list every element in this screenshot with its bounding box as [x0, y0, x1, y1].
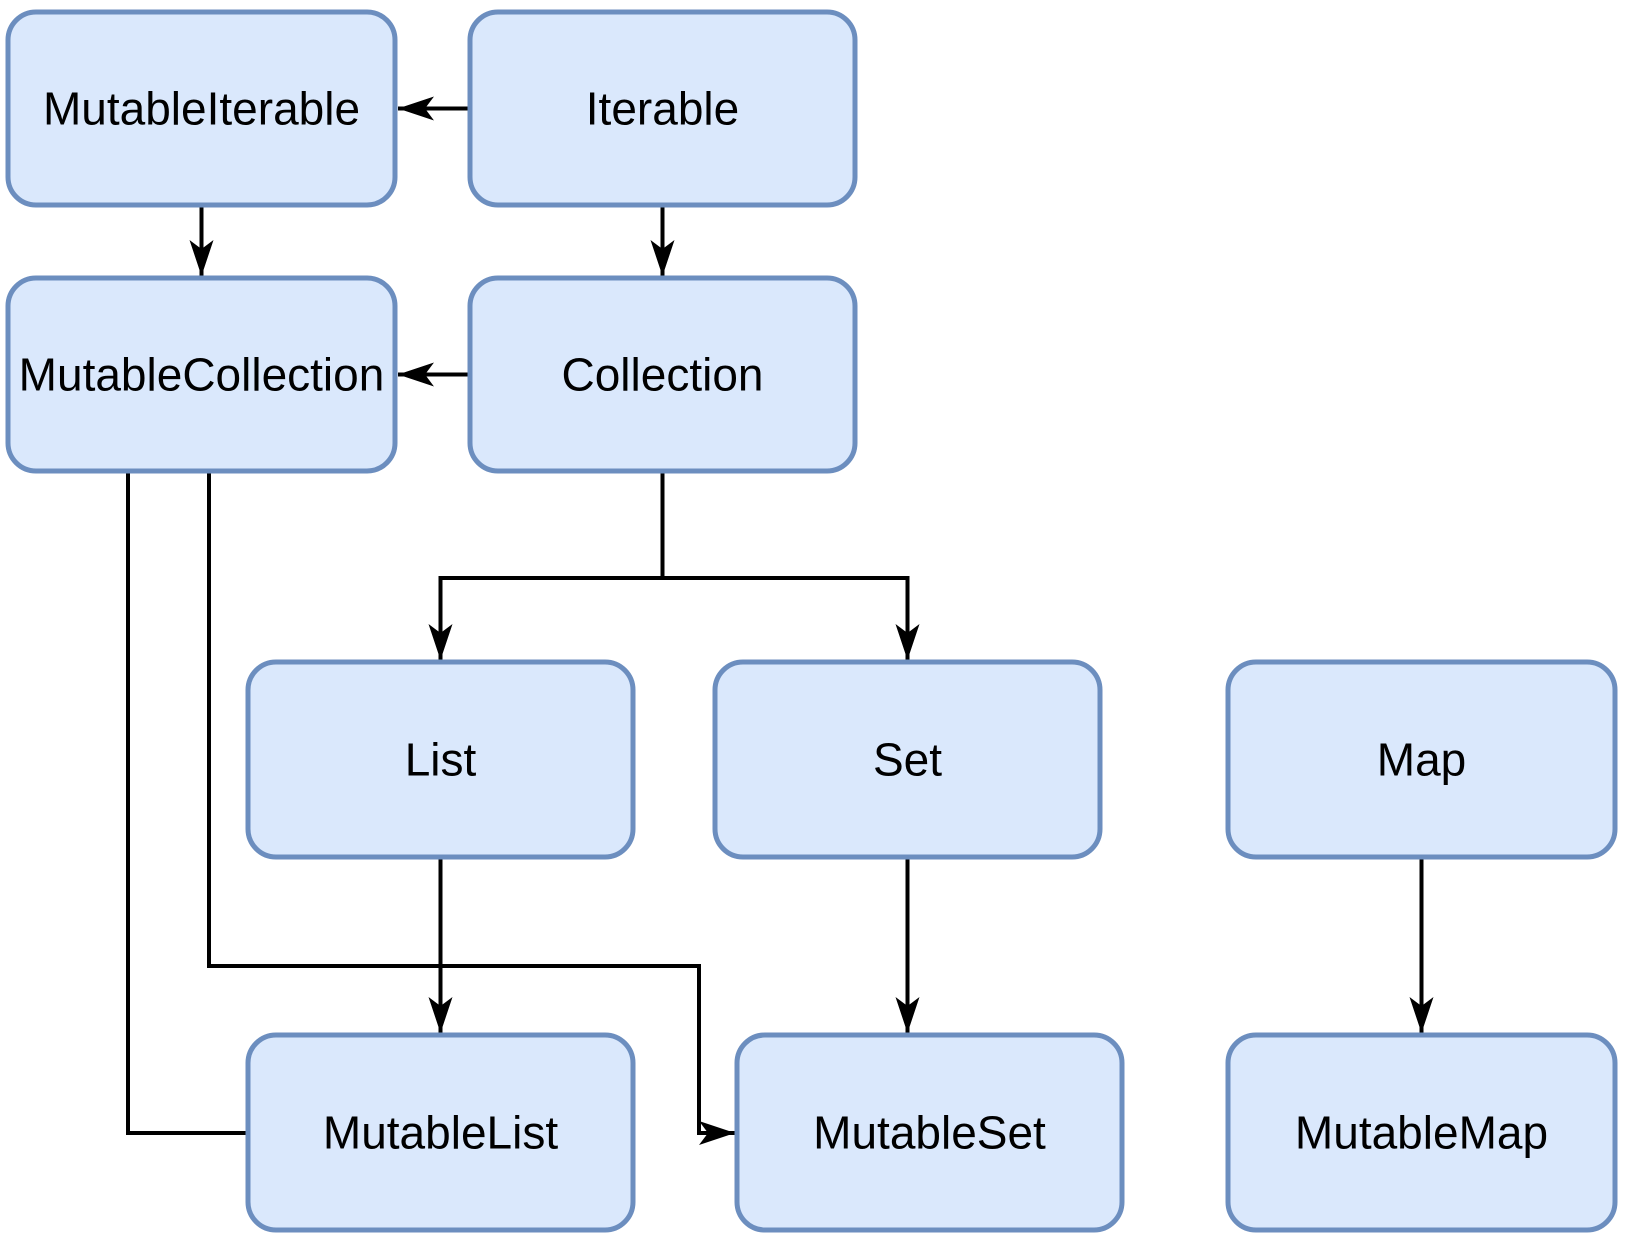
- node-mutable-list: MutableList: [245, 1032, 636, 1233]
- node-collection: Collection: [467, 275, 858, 474]
- node-collection-label: Collection: [562, 349, 764, 401]
- node-set-label: Set: [873, 734, 942, 786]
- node-map-label: Map: [1377, 734, 1466, 786]
- node-mutable-iterable-label: MutableIterable: [43, 83, 360, 135]
- edge-collection-to-set: [662, 576, 920, 660]
- nodes-layer: MutableIterable Iterable MutableCollecti…: [5, 9, 1618, 1233]
- node-iterable-label: Iterable: [586, 83, 739, 135]
- node-mutable-set: MutableSet: [734, 1032, 1125, 1233]
- node-mutable-iterable: MutableIterable: [5, 9, 398, 208]
- node-mutable-collection: MutableCollection: [5, 275, 398, 474]
- node-mutable-iterable-box: [5, 9, 398, 208]
- node-set-box: [712, 659, 1103, 860]
- node-mutable-list-box: [245, 1032, 636, 1233]
- node-list: List: [245, 659, 636, 860]
- node-mutable-map-label: MutableMap: [1295, 1107, 1548, 1159]
- node-mutable-list-label: MutableList: [323, 1107, 558, 1159]
- node-collection-box: [467, 275, 858, 474]
- node-mutable-collection-box: [5, 275, 398, 474]
- node-list-label: List: [405, 734, 477, 786]
- node-mutable-set-label: MutableSet: [813, 1107, 1046, 1159]
- node-list-box: [245, 659, 636, 860]
- edge-collection-to-list: [428, 576, 663, 660]
- node-mutable-map: MutableMap: [1225, 1032, 1618, 1233]
- node-iterable-box: [467, 9, 858, 208]
- node-map-box: [1225, 659, 1618, 860]
- node-iterable: Iterable: [467, 9, 858, 208]
- node-map: Map: [1225, 659, 1618, 860]
- edges-layer: [126, 96, 1434, 1145]
- edge-mutable-collection-to-mutable-list: [126, 471, 247, 1135]
- node-mutable-collection-label: MutableCollection: [19, 349, 385, 401]
- node-set: Set: [712, 659, 1103, 860]
- node-mutable-set-box: [734, 1032, 1125, 1233]
- node-mutable-map-box: [1225, 1032, 1618, 1233]
- edge-mutable-collection-to-mutable-set: [207, 471, 735, 1145]
